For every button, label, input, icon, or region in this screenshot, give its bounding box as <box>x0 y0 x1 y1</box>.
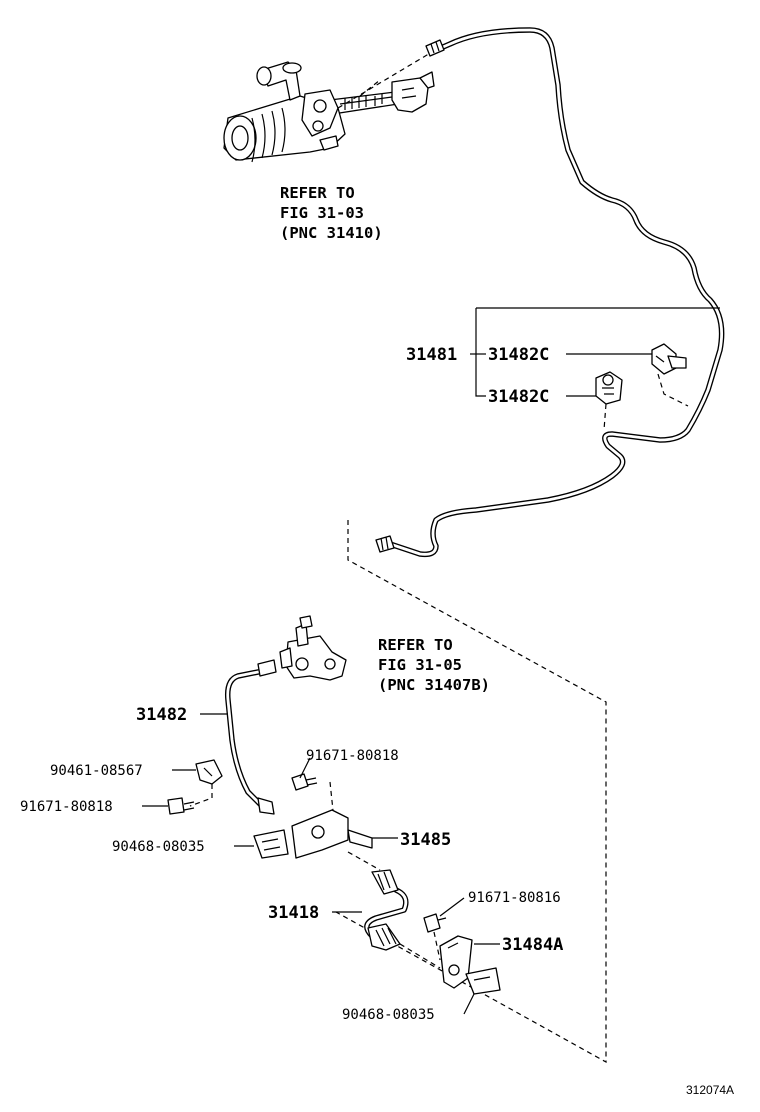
valve-reference[interactable]: REFER TO FIG 31-05 (PNC 31407B) <box>378 636 490 694</box>
callout-90461-08567[interactable]: 90461-08567 <box>50 763 143 779</box>
callout-31481[interactable]: 31481 <box>406 345 457 365</box>
bracket-icon[interactable] <box>439 935 473 989</box>
bolt-icon[interactable] <box>291 773 318 791</box>
clip-icon[interactable] <box>195 759 223 785</box>
clip-icon[interactable] <box>253 829 289 859</box>
callout-31482[interactable]: 31482 <box>136 705 187 725</box>
clutch-release-tube-icon[interactable] <box>375 27 725 558</box>
bolt-icon[interactable] <box>167 797 195 815</box>
callout-31485[interactable]: 31485 <box>400 830 451 850</box>
callout-90468-08035-left[interactable]: 90468-08035 <box>112 839 205 855</box>
flexible-hose-icon[interactable] <box>364 869 409 951</box>
clutch-master-cylinder-icon[interactable] <box>223 61 435 163</box>
ref-line-3: (PNC 31410) <box>280 224 383 242</box>
callout-31484a[interactable]: 31484A <box>502 935 563 955</box>
ref-line-1: REFER TO <box>378 636 453 654</box>
ref-line-2: FIG 31-05 <box>378 656 462 674</box>
callout-91671-80816[interactable]: 91671-80816 <box>468 890 561 906</box>
tube-clamp-icon[interactable] <box>595 371 623 405</box>
bolt-icon[interactable] <box>423 913 447 933</box>
callout-31418[interactable]: 31418 <box>268 903 319 923</box>
callout-31482c-bottom[interactable]: 31482C <box>488 387 549 407</box>
tube-clamp-icon[interactable] <box>651 343 687 375</box>
bracket-icon[interactable] <box>291 809 373 859</box>
callout-31482c-top[interactable]: 31482C <box>488 345 549 365</box>
cylinder-reference[interactable]: REFER TO FIG 31-03 (PNC 31410) <box>280 184 383 242</box>
ref-line-1: REFER TO <box>280 184 355 202</box>
callout-91671-80818-center[interactable]: 91671-80818 <box>306 748 399 764</box>
clutch-release-tube-icon[interactable] <box>224 659 277 815</box>
clip-icon[interactable] <box>465 967 501 995</box>
union-valve-icon[interactable] <box>279 615 347 681</box>
ref-line-2: FIG 31-03 <box>280 204 364 222</box>
figure-id: 312074A <box>686 1083 734 1097</box>
ref-line-3: (PNC 31407B) <box>378 676 490 694</box>
callout-90468-08035-bottom[interactable]: 90468-08035 <box>342 1007 435 1023</box>
callout-91671-80818-left[interactable]: 91671-80818 <box>20 799 113 815</box>
